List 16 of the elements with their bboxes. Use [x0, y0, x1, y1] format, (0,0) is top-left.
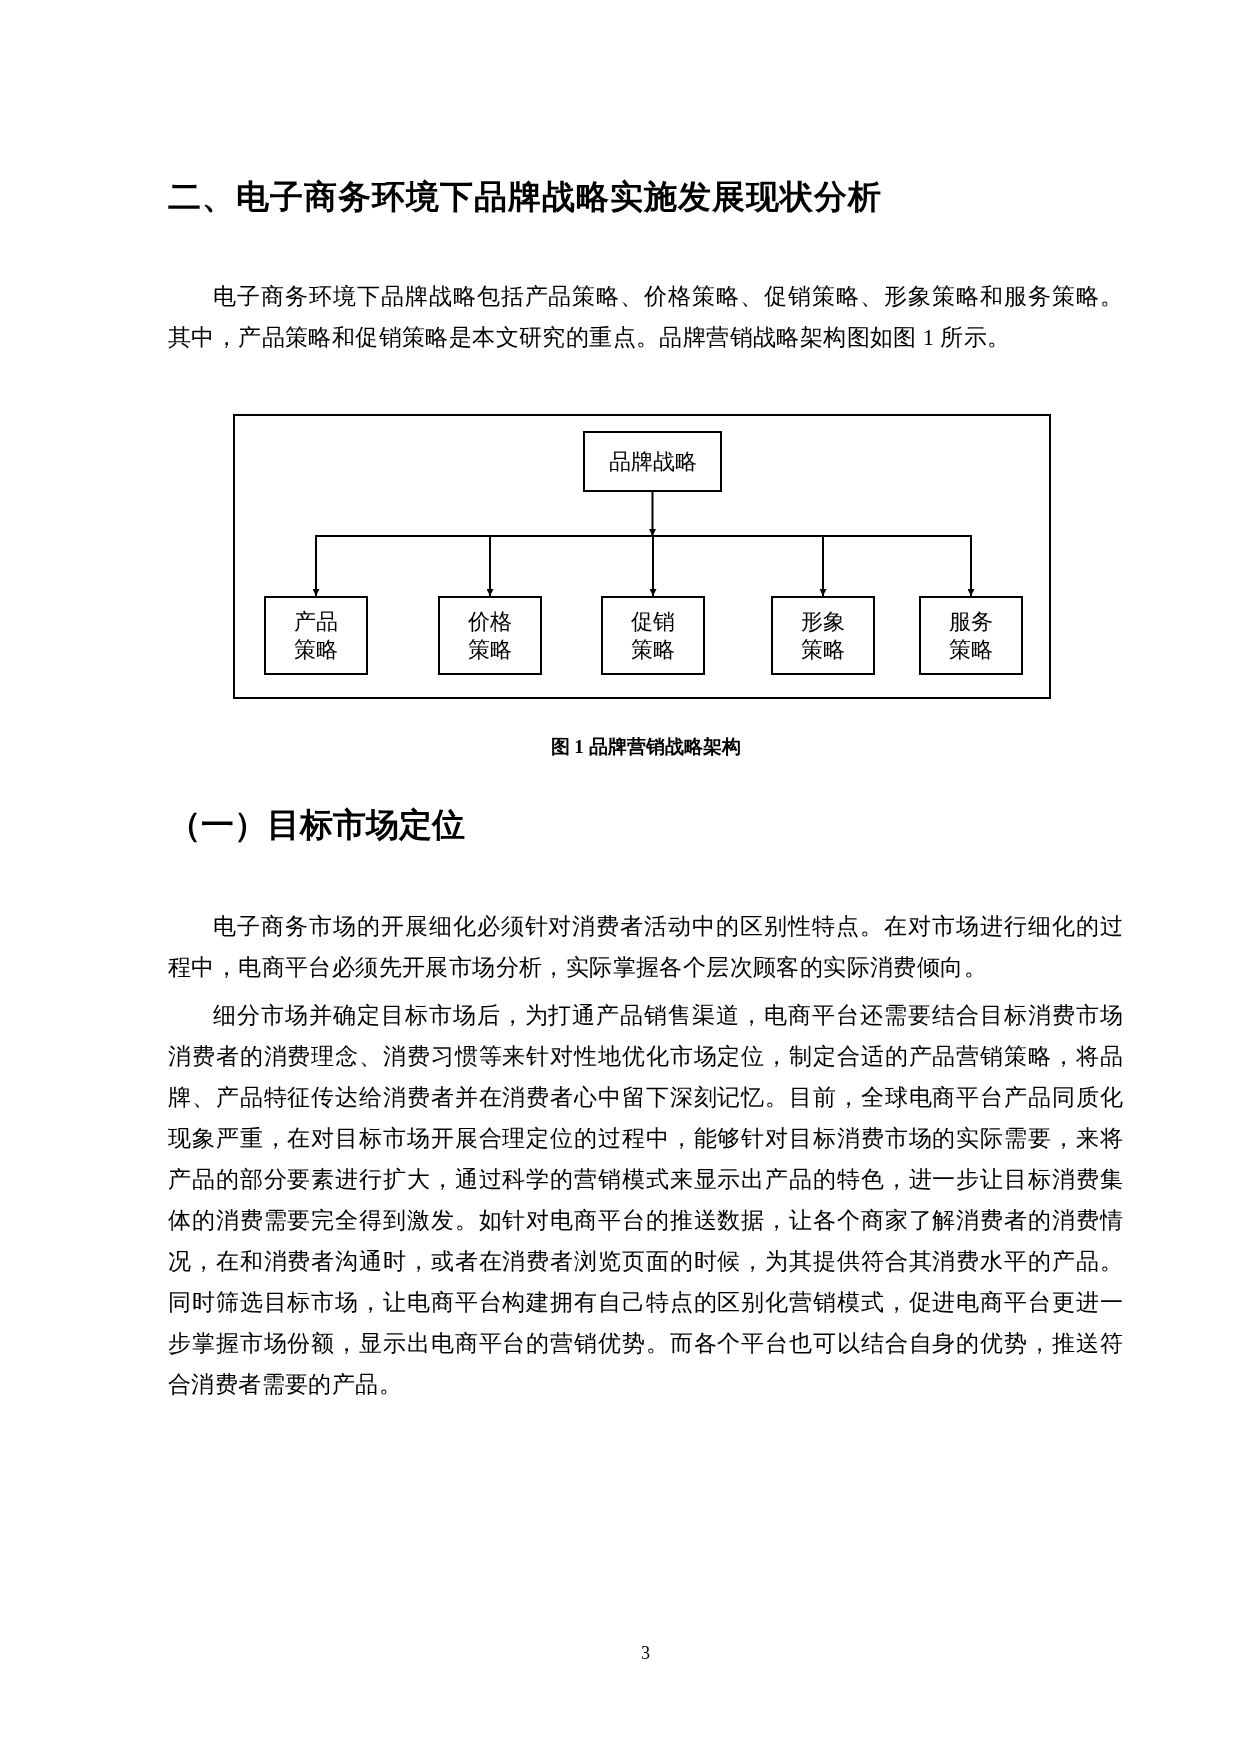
section-heading: 二、电子商务环境下品牌战略实施发展现状分析	[168, 177, 883, 217]
strategy-box: 价格策略	[438, 596, 542, 675]
paragraph: 电子商务市场的开展细化必须针对消费者活动中的区别性特点。在对市场进行细化的过程中，电商平台必须先开展市场分析，实际掌握各个层次顾客的实际消费倾向。	[168, 913, 1123, 982]
strategy-box: 品牌战略	[583, 431, 722, 492]
strategy-box: 形象策略	[771, 596, 875, 675]
strategy-box: 促销策略	[601, 596, 705, 675]
paragraph: 电子商务环境下品牌战略包括产品策略、价格策略、促销策略、形象策略和服务策略。其中，产品策略和促销策略是本文研究的重点。品牌营销战略架构图如图 1 所示。	[168, 283, 1123, 352]
arrow	[486, 535, 654, 597]
strategy-box: 产品策略	[264, 596, 368, 675]
paragraph: 细分市场并确定目标市场后，为打通产品销售渠道，电商平台还需要结合目标消费市场消费者的消费理念、消费习惯等来针对性地优化市场定位，制定合适的产品营销策略，将品牌、产品特征传达给消费者并在消费者心中留下深刻记忆。目前，全球电商平台产品同质化现象严重，在对目标市场开展合理定位的过程中，能够针对目标消费市场的实际需要，来将产品的部分要素进行扩大，通过科学的营销模式来显示出产品的特色，进一步让目标消费集体的消费需要完全得到激发。如针对电商平台的推送数据，让各个商家了解消费者的消费情况，在和消费者沟通时，或者在消费者浏览页面的时候，为其提供符合其消费水平的产品。同时筛选目标市场，让电商平台构建拥有自己特点的区别化营销模式，促进电商平台更进一步掌握市场份额，显示出电商平台的营销优势。而各个平台也可以结合自身的优势，推送符合消费者需要的产品。	[168, 1002, 1123, 1399]
arrow	[649, 535, 657, 597]
page-number: 3	[640, 1642, 651, 1665]
figure-caption: 图 1 品牌营销战略架构	[549, 735, 742, 759]
subsection-heading: （一）目标市场定位	[168, 805, 466, 845]
strategy-box: 服务策略	[919, 596, 1023, 675]
connector-trunk	[649, 491, 656, 537]
